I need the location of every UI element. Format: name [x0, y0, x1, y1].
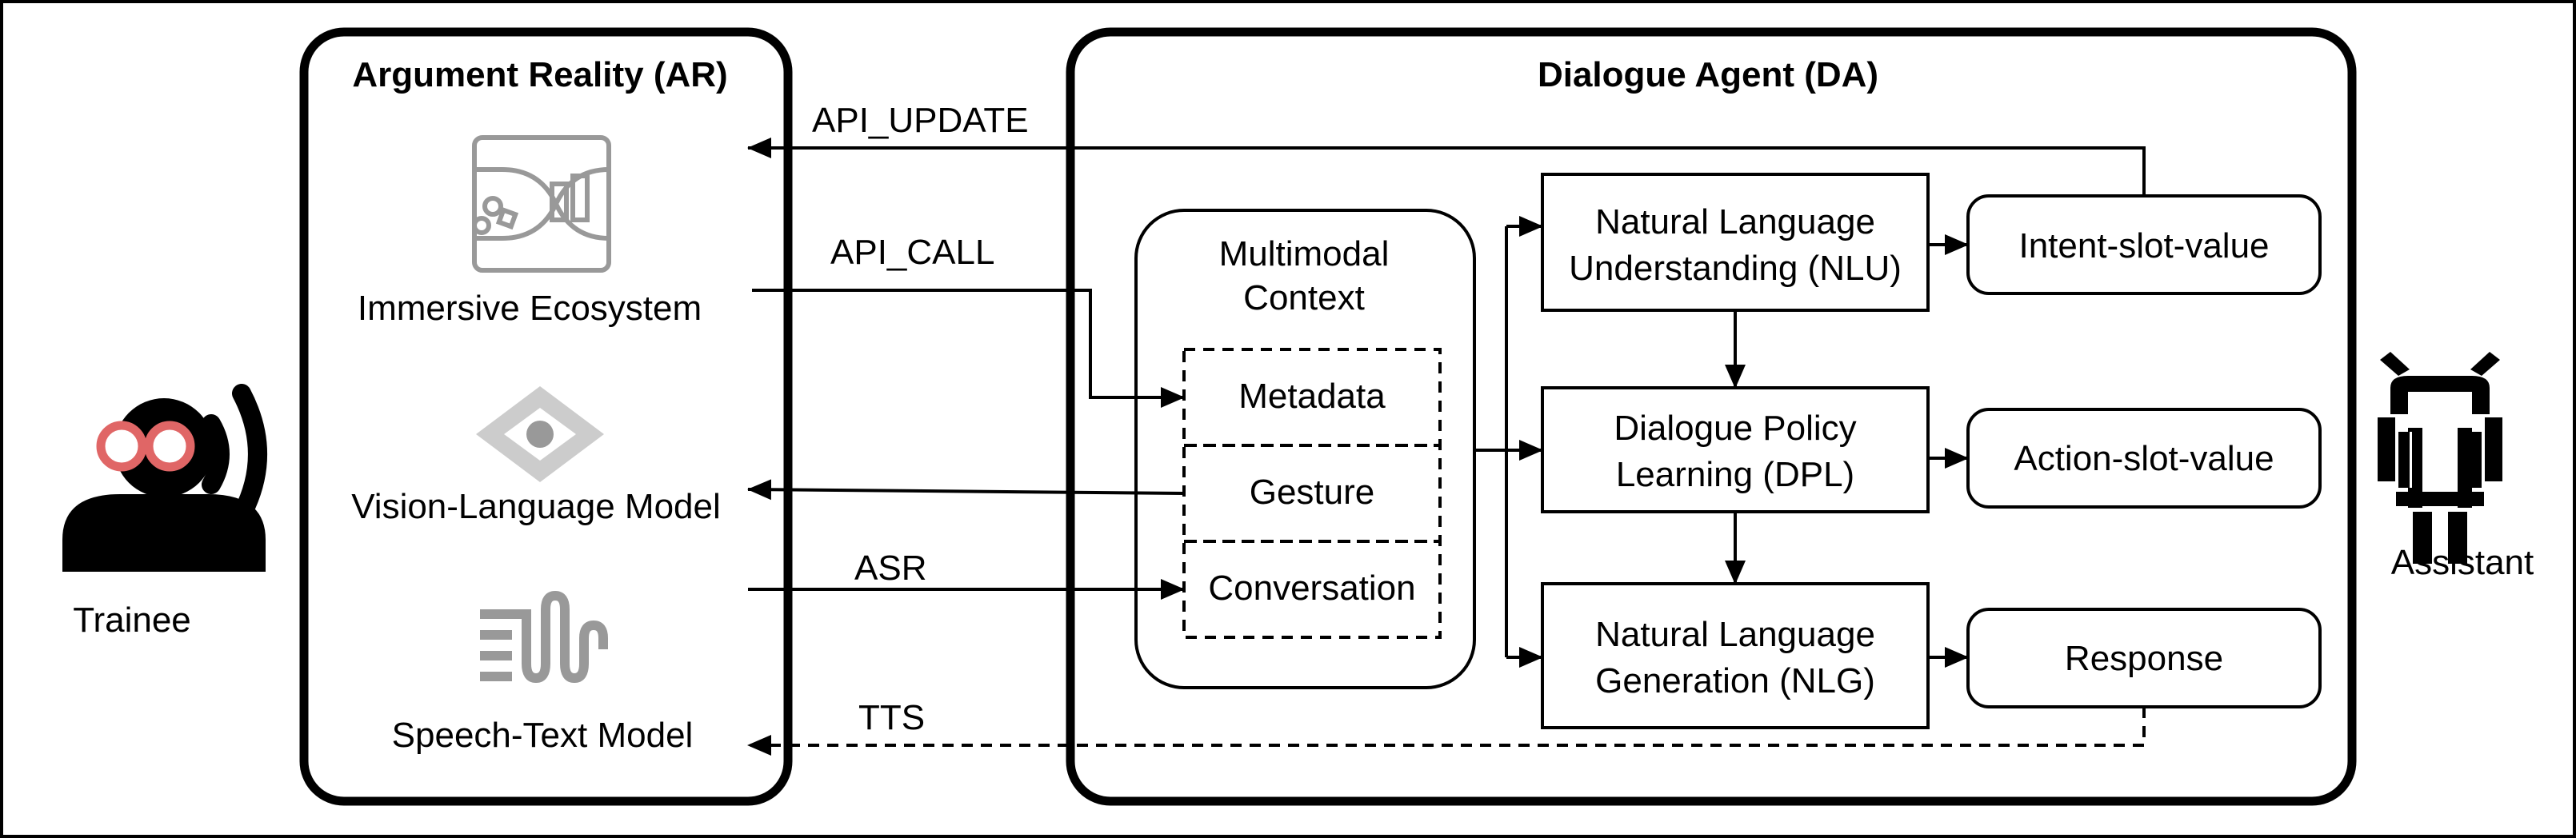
da-title: Dialogue Agent (DA) [1538, 55, 1878, 94]
action-slot-value-label: Action-slot-value [2014, 439, 2274, 478]
multimodal-context-title-line2: Context [1243, 278, 1365, 317]
nlg-box [1541, 582, 1930, 729]
asr-label: ASR [854, 549, 926, 588]
speech-text-model-icon [480, 590, 608, 684]
immersive-ecosystem-icon [472, 135, 611, 273]
tts-arrow [747, 707, 2146, 756]
api-call-label: API_CALL [830, 233, 994, 272]
tts-label: TTS [858, 698, 925, 737]
api-update-arrow [747, 138, 2146, 196]
multimodal-context-title-line1: Multimodal [1219, 234, 1390, 273]
da-panel [1066, 27, 2357, 806]
vision-language-model-label: Vision-Language Model [351, 487, 721, 526]
trainee-icon [62, 384, 267, 572]
assistant-label: Assistant [2391, 543, 2534, 582]
dpl-label-line2: Learning (DPL) [1616, 455, 1854, 494]
nlg-label-line2: Generation (NLG) [1595, 661, 1875, 700]
response-label: Response [2065, 639, 2223, 678]
vision-language-model-icon [476, 386, 604, 482]
intent-slot-value-label: Intent-slot-value [2018, 226, 2269, 265]
gesture-to-vlm-arrow [747, 479, 1185, 501]
nlg-label-line1: Natural Language [1595, 615, 1875, 654]
ar-panel [299, 27, 793, 806]
conversation-label: Conversation [1208, 569, 1415, 608]
gesture-label: Gesture [1250, 473, 1375, 512]
nlu-label-line2: Understanding (NLU) [1569, 249, 1902, 288]
dpl-label-line1: Dialogue Policy [1614, 409, 1856, 448]
api-update-label: API_UPDATE [812, 101, 1029, 140]
metadata-label: Metadata [1238, 377, 1386, 416]
immersive-ecosystem-label: Immersive Ecosystem [358, 289, 702, 328]
nlu-label-line1: Natural Language [1595, 202, 1875, 241]
trainee-label: Trainee [73, 601, 191, 640]
nlu-box [1541, 173, 1930, 312]
ar-title: Argument Reality (AR) [352, 55, 727, 94]
api-call-arrow [752, 289, 1185, 408]
speech-text-model-label: Speech-Text Model [392, 716, 694, 755]
assistant-robot-icon [2378, 352, 2502, 564]
